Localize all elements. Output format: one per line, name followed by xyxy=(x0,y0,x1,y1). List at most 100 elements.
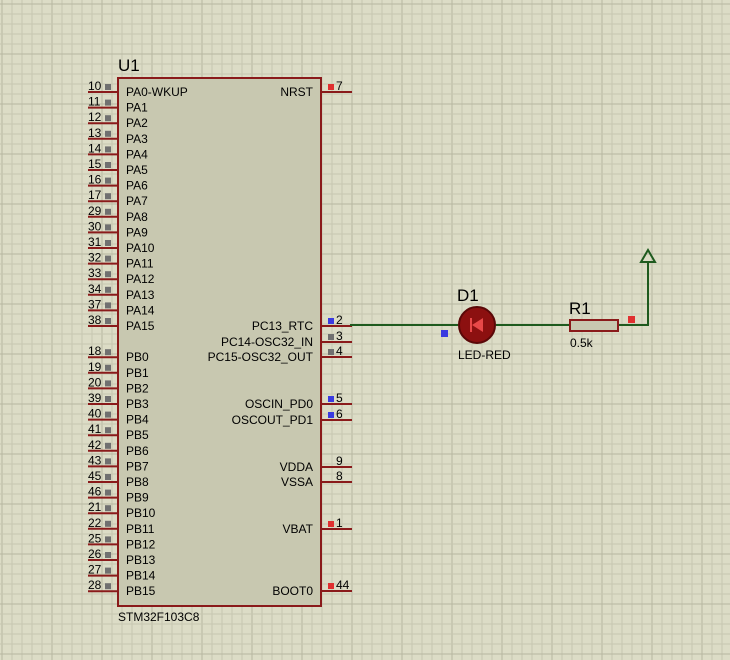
resistor-r1[interactable]: R1 0.5k xyxy=(569,299,635,350)
pin-state-marker xyxy=(328,396,334,402)
pin-name: PA15 xyxy=(126,319,155,333)
pin-number: 6 xyxy=(336,407,343,421)
mcu-body[interactable] xyxy=(117,77,322,607)
pin-state-marker xyxy=(105,84,111,90)
pin-name: PB0 xyxy=(126,350,149,364)
pin-state-marker xyxy=(105,567,111,574)
pin-state-marker xyxy=(105,583,111,590)
resistor-body[interactable] xyxy=(569,319,619,332)
pin-number: 3 xyxy=(336,329,343,343)
pin-state-marker xyxy=(105,115,111,122)
pin-pa1[interactable]: 11 PA1 xyxy=(88,95,148,115)
pin-name: VSSA xyxy=(281,475,313,489)
led-d1[interactable]: D1 LED-RED xyxy=(441,286,511,362)
wire-resistor-to-power[interactable] xyxy=(618,262,649,326)
pin-number: 33 xyxy=(88,266,102,280)
resistor-reference: R1 xyxy=(569,299,591,318)
pin-name: VDDA xyxy=(280,460,313,474)
pin-state-marker xyxy=(105,99,111,106)
pin-number: 34 xyxy=(88,282,102,296)
pin-state-marker xyxy=(105,396,111,402)
pin-number: 1 xyxy=(336,516,343,530)
pin-state-marker xyxy=(328,334,334,340)
pin-name: PA13 xyxy=(126,288,155,302)
pin-pa13[interactable]: 34 PA13 xyxy=(88,282,155,302)
pin-name: PB6 xyxy=(126,444,149,458)
led-pin-marker xyxy=(441,330,448,337)
pin-state-marker xyxy=(105,536,111,543)
pin-number: 10 xyxy=(88,79,102,93)
pin-number: 20 xyxy=(88,375,102,389)
pin-number: 22 xyxy=(88,516,102,530)
pin-name: PA4 xyxy=(126,147,148,161)
pin-name: PA1 xyxy=(126,101,148,115)
power-arrow-icon xyxy=(639,248,657,263)
pin-number: 21 xyxy=(88,500,102,514)
pin-name: PC15-OSC32_OUT xyxy=(208,350,314,364)
pin-name: PB4 xyxy=(126,413,149,427)
pin-number: 8 xyxy=(336,469,343,483)
pin-name: PA10 xyxy=(126,241,155,255)
pin-number: 11 xyxy=(88,95,101,109)
led-diode-icon xyxy=(472,318,483,332)
pin-vssa[interactable]: 8 VSSA xyxy=(281,469,352,489)
pin-number: 15 xyxy=(88,157,102,171)
led-reference: D1 xyxy=(457,286,479,305)
pin-number: 31 xyxy=(88,235,102,249)
pin-name: PA14 xyxy=(126,303,155,317)
pin-number: 46 xyxy=(88,485,102,499)
pin-state-marker xyxy=(105,411,111,418)
pin-pa10[interactable]: 31 PA10 xyxy=(88,235,155,255)
pin-state-marker xyxy=(105,177,111,184)
pin-state-marker xyxy=(105,474,111,480)
pin-state-marker xyxy=(105,193,111,200)
power-terminal[interactable] xyxy=(639,248,657,263)
pin-state-marker xyxy=(105,130,111,137)
pin-name: PA3 xyxy=(126,132,148,146)
pin-number: 28 xyxy=(88,578,102,592)
resistor-value: 0.5k xyxy=(570,336,594,350)
pin-state-marker xyxy=(105,505,111,512)
